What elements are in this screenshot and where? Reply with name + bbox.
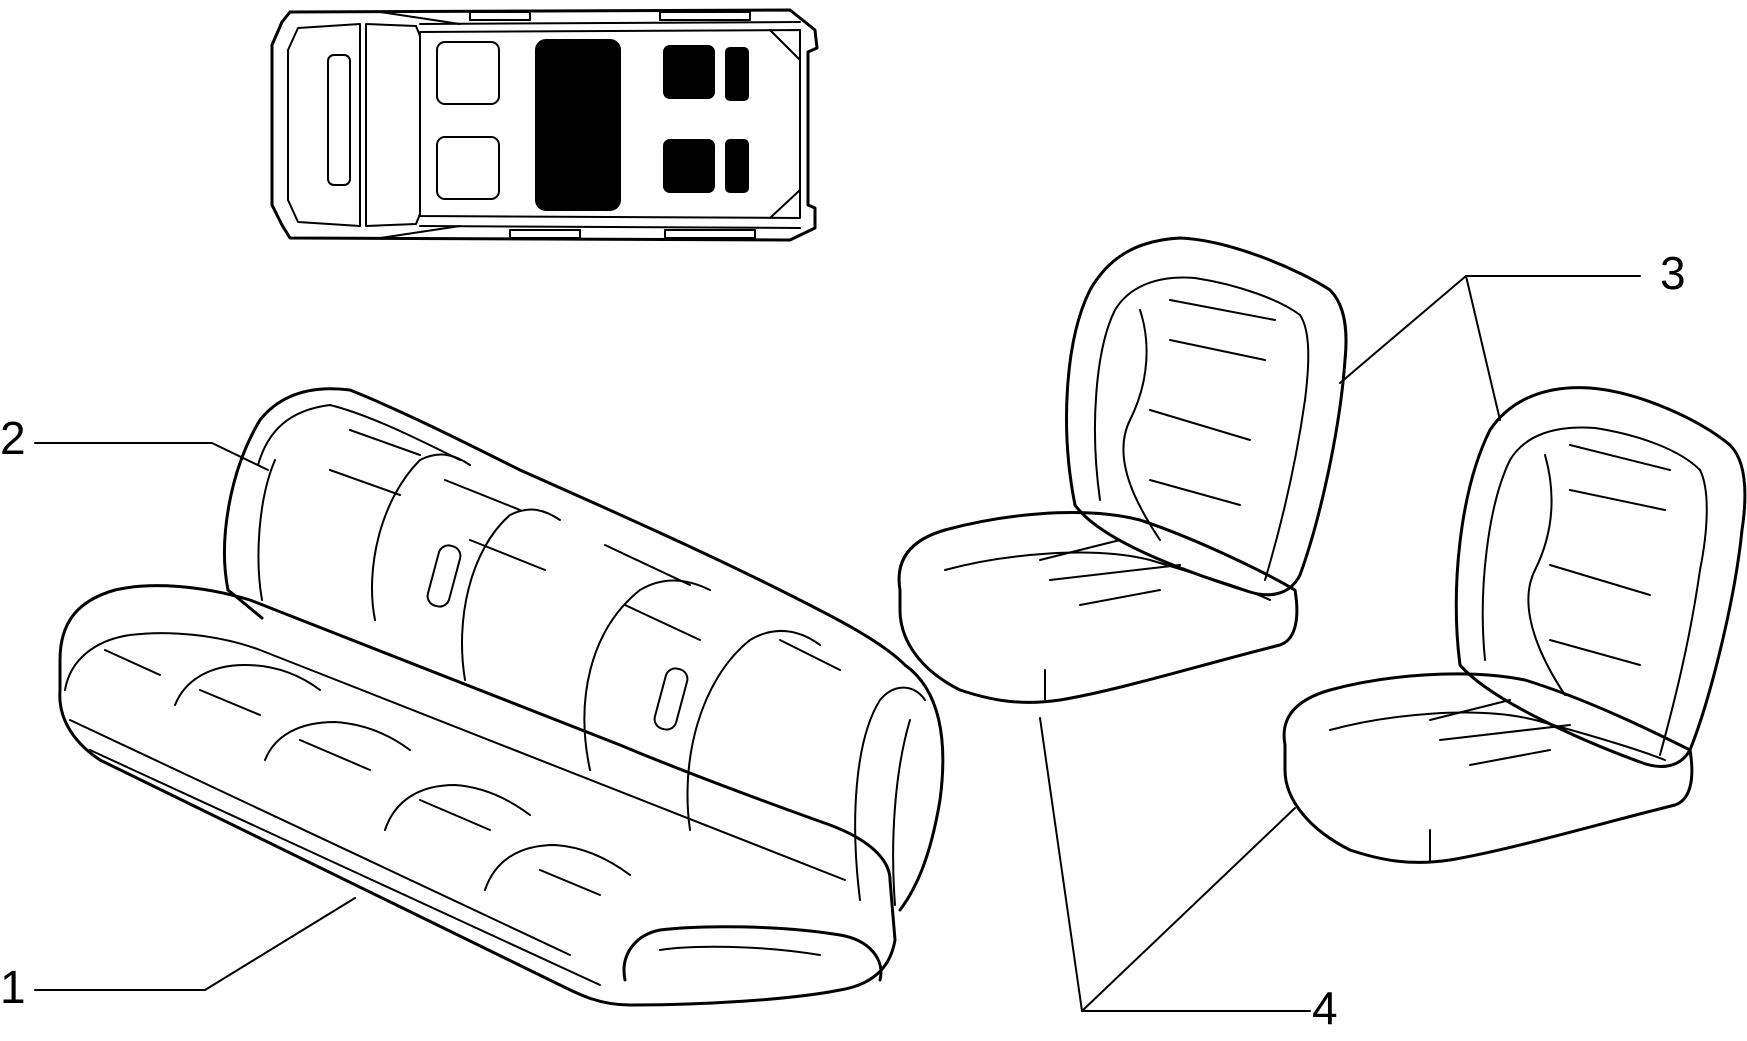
leader-lines [34, 275, 1641, 1012]
callout-4: 4 [1312, 982, 1338, 1034]
rear-bench-seat [58, 387, 945, 1007]
front-seat-upper [897, 236, 1348, 704]
callout-3: 3 [1660, 247, 1686, 299]
front-seat-lower [1282, 386, 1747, 864]
vehicle-top-view-icon [270, 8, 819, 242]
callout-1: 1 [0, 961, 26, 1013]
callout-2: 2 [0, 412, 26, 464]
